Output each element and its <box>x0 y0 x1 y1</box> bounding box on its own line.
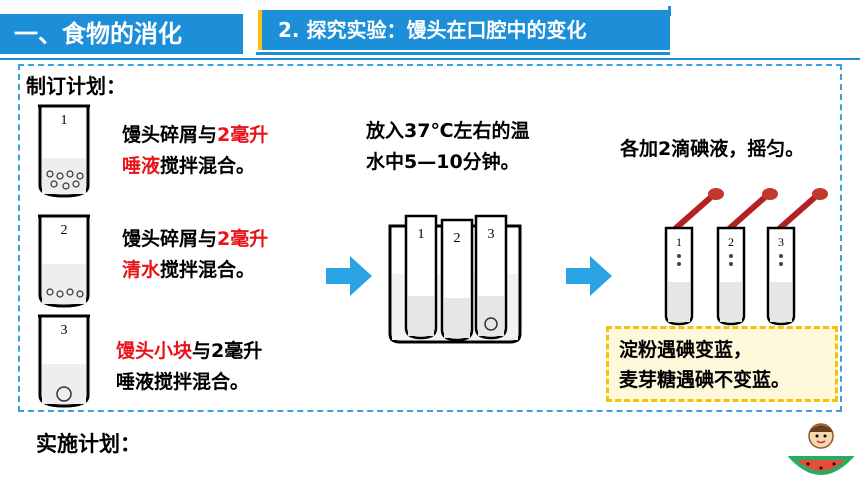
step-2-instruction: 放入37℃左右的温 水中5—10分钟。 <box>366 120 530 173</box>
experiment-subtitle: 2. 探究实验：馒头在口腔中的变化 <box>258 10 670 50</box>
subtitle-underline <box>256 52 670 55</box>
test-tube-2-icon: 2 <box>38 214 90 308</box>
beaker-tube-2-label: 2 <box>454 231 461 246</box>
iodine-note: 淀粉遇碘变蓝， 麦芽糖遇碘不变蓝。 <box>606 326 838 402</box>
tube-2-label: 2 <box>61 223 68 238</box>
arrow-right-icon <box>326 256 372 296</box>
test-tube-1-icon: 1 <box>38 104 90 198</box>
section-title: 一、食物的消化 <box>0 14 243 54</box>
beaker-tube-3-label: 3 <box>488 227 495 242</box>
arrow-right-icon <box>566 256 612 296</box>
implement-title: 实施计划： <box>36 432 141 456</box>
tube-2-description: 馒头碎屑与2毫升 清水搅拌混合。 <box>122 228 269 281</box>
test-tube-3-icon: 3 <box>38 314 90 408</box>
plan-panel <box>18 64 842 412</box>
header-rule <box>0 58 860 60</box>
tube-1-description: 馒头碎屑与2毫升 唾液搅拌混合。 <box>122 124 269 177</box>
tube-1-label: 1 <box>61 113 68 128</box>
iodine-dropper-tubes-icon: 1 2 3 <box>664 188 828 326</box>
dropper-tube-2-label: 2 <box>728 235 734 249</box>
tube-3-label: 3 <box>61 323 68 338</box>
step-3-instruction: 各加2滴碘液，摇匀。 <box>620 138 805 160</box>
beaker-tube-1-label: 1 <box>418 227 425 242</box>
plan-title: 制订计划： <box>26 74 126 98</box>
dropper-tube-1-label: 1 <box>676 235 682 249</box>
water-bath-beaker-icon: 1 2 3 <box>388 214 522 344</box>
header-tick <box>668 6 671 16</box>
tube-3-description: 馒头小块与2毫升 唾液搅拌混合。 <box>116 340 263 393</box>
watermelon-mascot-icon <box>788 423 854 475</box>
dropper-tube-3-label: 3 <box>778 235 784 249</box>
